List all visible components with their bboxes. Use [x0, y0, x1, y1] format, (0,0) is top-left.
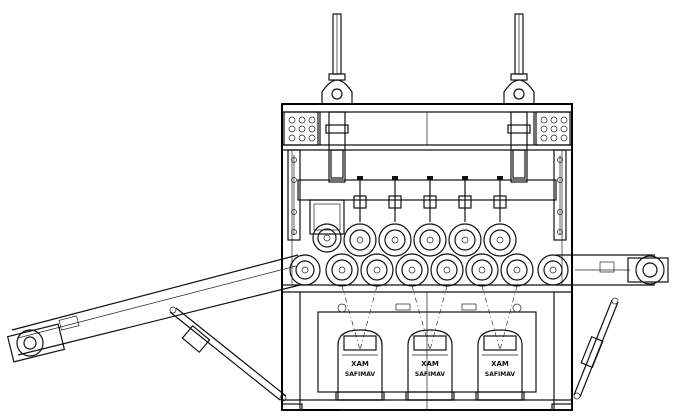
upper-roll: [378, 223, 412, 257]
motor-brand-label: XAM: [421, 360, 439, 368]
bolt-plate-right: [535, 111, 571, 146]
upper-roll: [483, 223, 517, 257]
lower-roll: [465, 253, 499, 287]
lower-roll: [537, 254, 569, 286]
motor-brand-label: XAM: [351, 360, 369, 368]
lower-roll: [395, 253, 429, 287]
upper-roll: [343, 223, 377, 257]
side-column-right: [553, 149, 567, 241]
lower-roll-group: [289, 253, 569, 287]
adjustment-screw-group: [353, 176, 507, 222]
base-feet: [281, 403, 573, 411]
upper-roll-group: [343, 223, 517, 257]
gear-motor: XAM SAFIMAV: [475, 329, 525, 401]
lower-roll: [360, 253, 394, 287]
adjustment-screw: [388, 176, 402, 222]
lower-roll: [430, 253, 464, 287]
motor-model-label: SAFIMAV: [345, 371, 376, 378]
hydraulic-cylinder-right: [503, 13, 535, 183]
adjustment-screw: [353, 176, 367, 222]
motor-model-label: SAFIMAV: [485, 371, 516, 378]
gear-motor: XAM SAFIMAV: [405, 329, 455, 401]
support-strut-left: [169, 306, 287, 402]
drive-linkage: [337, 285, 522, 351]
exit-conveyor: [556, 254, 669, 286]
adjustment-screw: [458, 176, 472, 222]
side-column-left: [287, 149, 301, 241]
adjustment-screw: [493, 176, 507, 222]
motor-brand-label: XAM: [491, 360, 509, 368]
lower-roll: [325, 253, 359, 287]
motor-model-label: SAFIMAV: [415, 371, 446, 378]
upper-roll: [448, 223, 482, 257]
support-strut-right: [573, 297, 619, 400]
adjustment-screw: [423, 176, 437, 222]
upper-roll: [413, 223, 447, 257]
gear-motor: XAM SAFIMAV: [335, 329, 385, 401]
hydraulic-cylinder-left: [321, 13, 353, 183]
entry-conveyor: [6, 254, 301, 363]
lower-roll: [500, 253, 534, 287]
bolt-plate-left: [283, 111, 319, 146]
entry-roll-housing: [309, 199, 345, 253]
lower-roll: [289, 254, 321, 286]
